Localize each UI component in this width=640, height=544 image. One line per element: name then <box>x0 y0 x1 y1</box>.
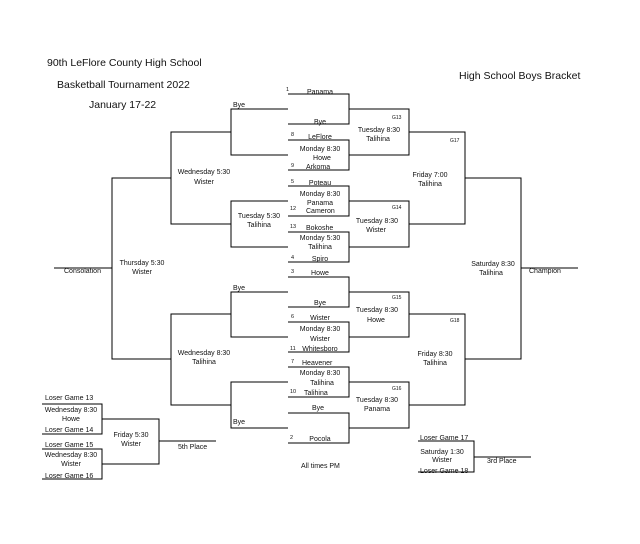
final-box <box>465 177 522 360</box>
game-winner: Talihina <box>308 244 332 251</box>
team-name: Bye <box>313 300 327 307</box>
game-winner: Talihina <box>192 359 216 366</box>
game-winner: Talihina <box>418 181 442 188</box>
bye-label: Bye <box>233 102 246 109</box>
team-name: Cameron <box>306 208 335 215</box>
game-time: Wednesday 8:30 <box>44 452 98 459</box>
loser-label: Loser Game 18 <box>420 468 469 475</box>
game-winner: Wister <box>310 336 330 343</box>
team-name: Spiro <box>311 256 329 263</box>
seed-number: 11 <box>290 346 296 352</box>
champion-label: Champion <box>529 268 561 275</box>
game-id: G17 <box>450 138 460 144</box>
game-winner: Talihina <box>479 270 503 277</box>
game-id: G13 <box>392 115 402 121</box>
game-winner: Panama <box>306 200 334 207</box>
game-winner: Wister <box>194 179 214 186</box>
bracket-name: High School Boys Bracket <box>459 70 581 82</box>
loser-label: Loser Game 16 <box>45 473 94 480</box>
seed-number: 12 <box>290 206 297 212</box>
game-id: G15 <box>392 295 402 301</box>
seed-number: 4 <box>291 255 295 261</box>
loser-label: Loser Game 17 <box>420 435 469 442</box>
fifth-place-label: 5th Place <box>178 444 208 451</box>
game-winner: Talihina <box>366 136 390 143</box>
team-name: Whitesboro <box>302 346 338 353</box>
team-name: Heavener <box>302 360 333 367</box>
seed-number: 6 <box>291 314 295 320</box>
game-time: Monday 8:30 <box>299 191 341 198</box>
game-time: Saturday 8:30 <box>471 261 515 268</box>
seed-number: 9 <box>291 163 295 169</box>
game-winner: Howe <box>62 416 80 423</box>
team-name: Talihina <box>304 390 328 397</box>
game-time: Tuesday 8:30 <box>355 397 399 404</box>
seed-number: 7 <box>291 359 295 365</box>
team-name: Bye <box>311 405 325 412</box>
consolation-label: Consolation <box>64 268 101 275</box>
game-winner: Howe <box>367 317 385 324</box>
game-time: Monday 8:30 <box>299 326 341 333</box>
tournament-dates: January 17-22 <box>89 99 157 111</box>
game-time: Friday 7:00 <box>412 172 448 179</box>
seed-number: 13 <box>290 224 297 230</box>
game-winner: Wister <box>132 269 152 276</box>
seed-number: 5 <box>291 179 295 185</box>
game-winner: Wister <box>366 227 386 234</box>
wed-top-box <box>170 131 231 225</box>
game-winner: Wister <box>121 441 141 448</box>
game-time: Monday 5:30 <box>299 235 341 242</box>
team-name: LeFlore <box>308 134 332 141</box>
game-winner: Wister <box>432 457 452 464</box>
game-time: Monday 8:30 <box>299 370 341 377</box>
loser-label: Loser Game 13 <box>45 395 94 402</box>
game-winner: Talihina <box>423 360 447 367</box>
left-box-3 <box>230 291 288 338</box>
game-time: Wednesday 5:30 <box>177 169 231 176</box>
team-name: Panama <box>306 89 334 96</box>
game-time: Tuesday 8:30 <box>357 127 401 134</box>
team-name: Wister <box>310 315 330 322</box>
team-name: Bye <box>313 119 327 126</box>
seed-number: 10 <box>290 389 297 395</box>
loser-label: Loser Game 15 <box>45 442 94 449</box>
game-time: Saturday 1:30 <box>420 449 464 456</box>
game-winner: Talihina <box>310 380 334 387</box>
game-winner: Wister <box>61 461 81 468</box>
game-time: Wednesday 8:30 <box>44 407 98 414</box>
left-box-1 <box>230 108 288 156</box>
game-id: G14 <box>392 205 402 211</box>
third-place-label: 3rd Place <box>487 458 517 465</box>
tournament-title-line1: 90th LeFlore County High School <box>47 57 202 69</box>
game-time: Wednesday 8:30 <box>177 350 231 357</box>
seed-number: 3 <box>291 269 295 275</box>
team-name: Pocola <box>309 436 331 443</box>
game-time: Tuesday 5:30 <box>237 213 281 220</box>
bye-label: Bye <box>233 419 246 426</box>
game-winner: Howe <box>313 155 331 162</box>
game-time: Tuesday 8:30 <box>355 218 399 225</box>
game-winner: Panama <box>363 406 391 413</box>
footer-note: All times PM <box>301 463 340 470</box>
team-name: Poteau <box>308 180 332 187</box>
game-time: Tuesday 8:30 <box>355 307 399 314</box>
game-winner: Talihina <box>247 222 271 229</box>
loser-label: Loser Game 14 <box>45 427 94 434</box>
seed-number: 8 <box>291 132 295 138</box>
game-time: Friday 5:30 <box>113 432 149 439</box>
team-name: Howe <box>311 270 329 277</box>
seed-number: 2 <box>290 435 294 441</box>
bye-label: Bye <box>233 285 246 292</box>
team-name: Arkoma <box>306 164 331 171</box>
game-id: G16 <box>392 386 402 392</box>
game-time: Monday 8:30 <box>299 146 341 153</box>
game-time: Friday 8:30 <box>417 351 453 358</box>
seed-number: 1 <box>286 87 290 93</box>
game-time: Thursday 5:30 <box>119 260 165 267</box>
game-id: G18 <box>450 318 460 324</box>
team-name: Bokoshe <box>306 225 334 232</box>
tournament-title-line2: Basketball Tournament 2022 <box>57 79 190 91</box>
